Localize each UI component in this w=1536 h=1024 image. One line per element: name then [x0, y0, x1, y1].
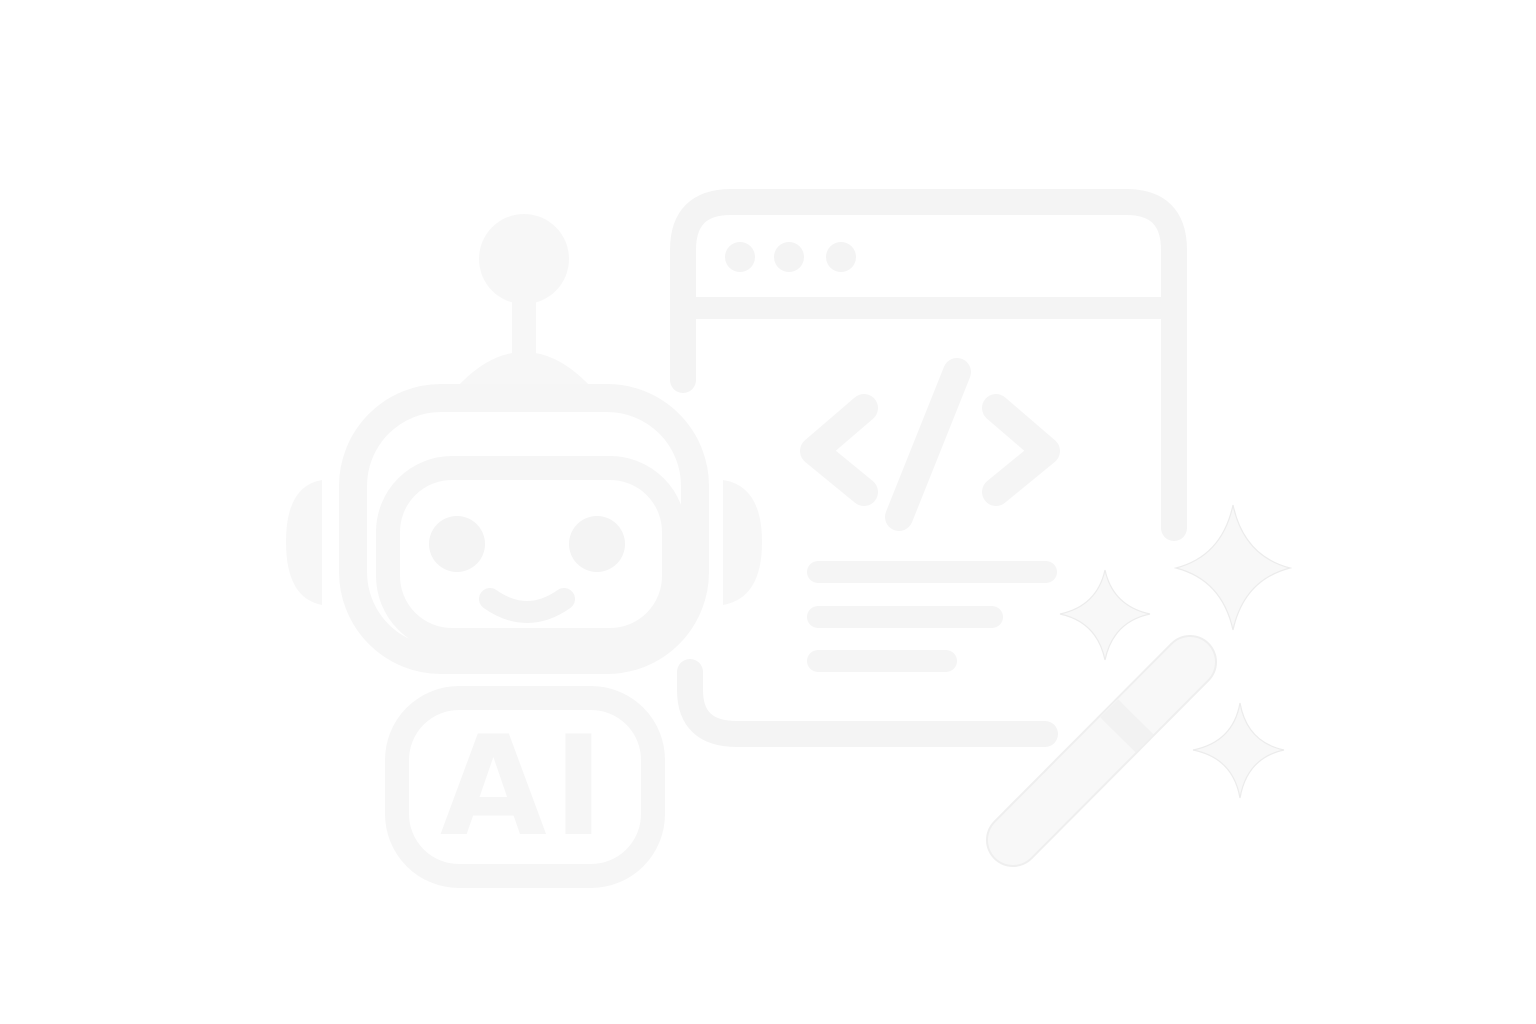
text-lines — [807, 561, 1057, 672]
window-dot-icon — [774, 242, 804, 272]
browser-frame-top — [670, 189, 1187, 541]
antenna-ball-icon — [479, 214, 569, 304]
window-dots — [725, 242, 856, 272]
robot-ear-right-icon — [723, 480, 762, 605]
antenna-base — [458, 352, 590, 386]
browser-frame-bottom — [677, 659, 1058, 747]
robot-face-screen — [376, 456, 686, 652]
sparkle-icon — [1059, 569, 1151, 661]
angle-right-icon — [982, 394, 1060, 506]
window-dot-icon — [725, 242, 755, 272]
robot-ear-left-icon — [286, 480, 322, 605]
robot-eye-right-icon — [569, 516, 625, 572]
magic-wand-icon — [986, 635, 1217, 867]
angle-left-icon — [800, 394, 878, 506]
ai-badge-frame — [385, 686, 665, 888]
ai-badge-icon: AI — [385, 686, 665, 888]
code-brackets-icon — [800, 358, 1060, 531]
sparkle-icon — [1173, 504, 1293, 631]
sparkle-icon — [1192, 702, 1285, 799]
slash-icon — [885, 358, 971, 531]
wand-band — [1100, 699, 1154, 753]
robot-icon — [286, 214, 762, 674]
wand-shaft — [988, 637, 1215, 865]
sparkles — [1059, 504, 1293, 799]
robot-head — [339, 384, 709, 674]
browser-window-icon — [670, 189, 1187, 747]
robot-smile-icon — [479, 588, 575, 623]
robot-eye-left-icon — [429, 516, 485, 572]
window-dot-icon — [826, 242, 856, 272]
ai-badge-label: AI — [440, 706, 610, 867]
